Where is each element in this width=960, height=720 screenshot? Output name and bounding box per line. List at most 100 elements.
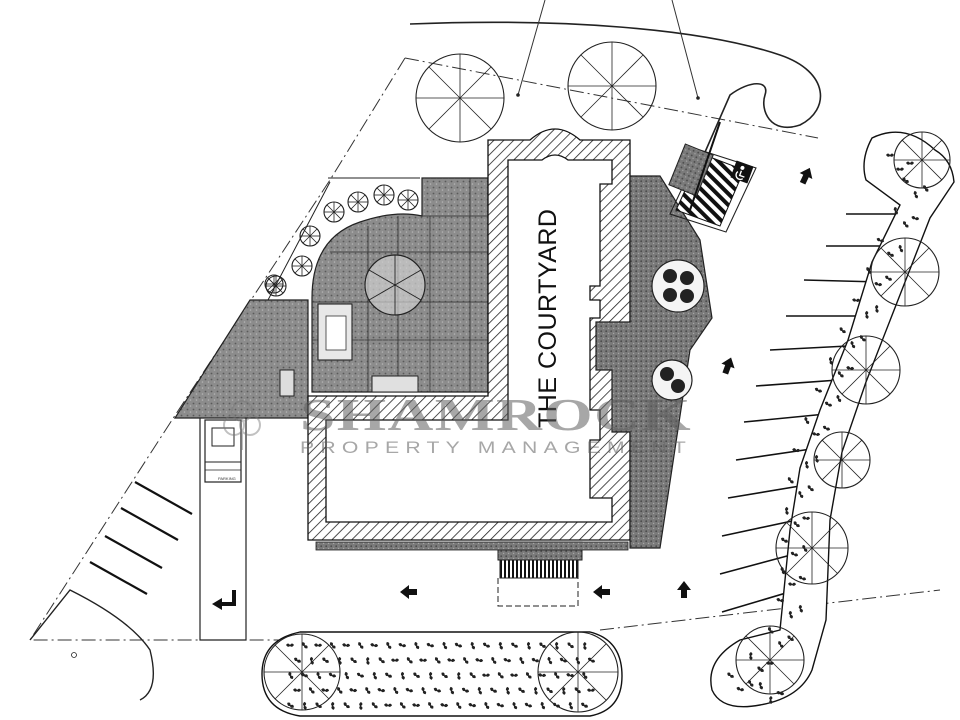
tree-icon <box>264 274 284 294</box>
tree-icon <box>775 511 849 585</box>
shrub-icon <box>583 641 587 650</box>
shrub-icon <box>587 657 596 663</box>
tree-icon <box>323 201 345 223</box>
shrub-icon <box>787 635 794 641</box>
shrub-icon <box>582 672 588 679</box>
shrub-icon <box>568 701 574 710</box>
shrub-icon <box>356 672 365 678</box>
shrub-icon <box>512 701 518 710</box>
shrub-icon <box>398 642 407 648</box>
shrub-icon <box>807 485 814 492</box>
left-parking-edge <box>29 589 154 701</box>
svg-text:PARKING: PARKING <box>218 476 236 481</box>
shrub-icon <box>885 275 892 281</box>
shrub-icon <box>788 610 793 619</box>
tree-icon <box>373 184 395 206</box>
tree-icon <box>347 191 369 213</box>
entrance-kiosk <box>204 419 242 483</box>
shrub-icon <box>798 604 803 613</box>
shrub-icon <box>828 356 833 365</box>
shrub-icon <box>581 702 588 708</box>
shrub-icon <box>780 566 786 575</box>
shrub-icon <box>393 686 399 695</box>
shrub-icon <box>428 671 433 680</box>
shrub-icon <box>412 703 421 707</box>
shrub-icon <box>498 641 503 650</box>
shrub-icon <box>366 656 370 665</box>
shrub-icon <box>540 701 546 710</box>
shrub-icon <box>902 177 909 183</box>
arrow-icon <box>721 357 735 375</box>
shrub-icon <box>406 657 413 664</box>
bottom-shrubs <box>286 641 596 710</box>
shrub-icon <box>457 671 461 680</box>
shrub-icon <box>804 416 810 425</box>
garden-walk <box>267 177 420 301</box>
shrub-icon <box>428 702 434 709</box>
watermark-logo <box>223 400 261 450</box>
shrub-icon <box>350 657 357 664</box>
shrub-icon <box>769 695 773 704</box>
shrub-icon <box>461 687 470 693</box>
shrub-icon <box>531 657 540 663</box>
property-line <box>29 57 941 641</box>
left-parking-stalls <box>89 481 193 595</box>
tree-icon <box>397 189 419 211</box>
shrub-icon <box>378 657 385 664</box>
shrub-icon <box>343 702 350 709</box>
shrub-icon <box>293 688 302 692</box>
shrub-icon <box>798 575 807 581</box>
wheelchair-icon <box>730 160 754 184</box>
shrub-icon <box>510 673 519 677</box>
shrub-icon <box>802 545 808 552</box>
shrub-icon <box>405 687 414 693</box>
shrub-icon <box>911 215 920 221</box>
shrub-icon <box>839 327 846 334</box>
tree-icon <box>263 633 341 711</box>
shrub-icon <box>792 448 801 453</box>
shrub-icon <box>468 703 477 708</box>
accessible-stall <box>668 121 757 233</box>
shrub-icon <box>344 671 350 680</box>
shrub-icon <box>442 641 448 650</box>
tree-icon <box>415 53 505 143</box>
shrub-icon <box>787 477 794 484</box>
shrub-icon <box>370 643 379 648</box>
shrub-icon <box>802 516 811 520</box>
shrub-icon <box>391 658 399 662</box>
shrub-icon <box>469 672 476 679</box>
building-base-planting <box>315 541 629 551</box>
shrub-icon <box>749 651 753 660</box>
plaza-planter-icon <box>651 359 693 401</box>
building-label: THE COURTYARD <box>534 209 562 428</box>
shrub-icon <box>566 673 575 678</box>
shrub-icon <box>562 686 566 695</box>
shrub-icon <box>824 401 833 407</box>
shrub-icon <box>434 657 441 664</box>
shrub-icon <box>554 672 560 679</box>
shrub-icon <box>559 657 568 663</box>
shrub-icon <box>793 521 800 528</box>
shrub-icon <box>399 702 406 709</box>
shrub-icon <box>470 641 476 650</box>
arrow-icon <box>400 585 417 599</box>
shrub-icon <box>302 701 307 710</box>
right-landscape-strip <box>710 131 955 708</box>
right-shrubs <box>727 153 929 704</box>
shrub-icon <box>768 627 774 634</box>
shrub-icon <box>386 642 392 649</box>
arrow-icon <box>212 590 236 610</box>
arrow-icon <box>799 167 813 185</box>
shrub-icon <box>433 687 442 693</box>
shrub-icon <box>419 658 428 662</box>
shrub-icon <box>358 642 364 649</box>
shrub-icon <box>850 340 856 349</box>
shrub-icon <box>511 642 518 648</box>
shrub-icon <box>778 641 784 648</box>
shrub-icon <box>758 681 764 690</box>
shrub-icon <box>923 185 929 192</box>
arrow-icon <box>677 581 691 598</box>
shrub-icon <box>865 310 869 319</box>
shrub-icon <box>736 686 745 692</box>
